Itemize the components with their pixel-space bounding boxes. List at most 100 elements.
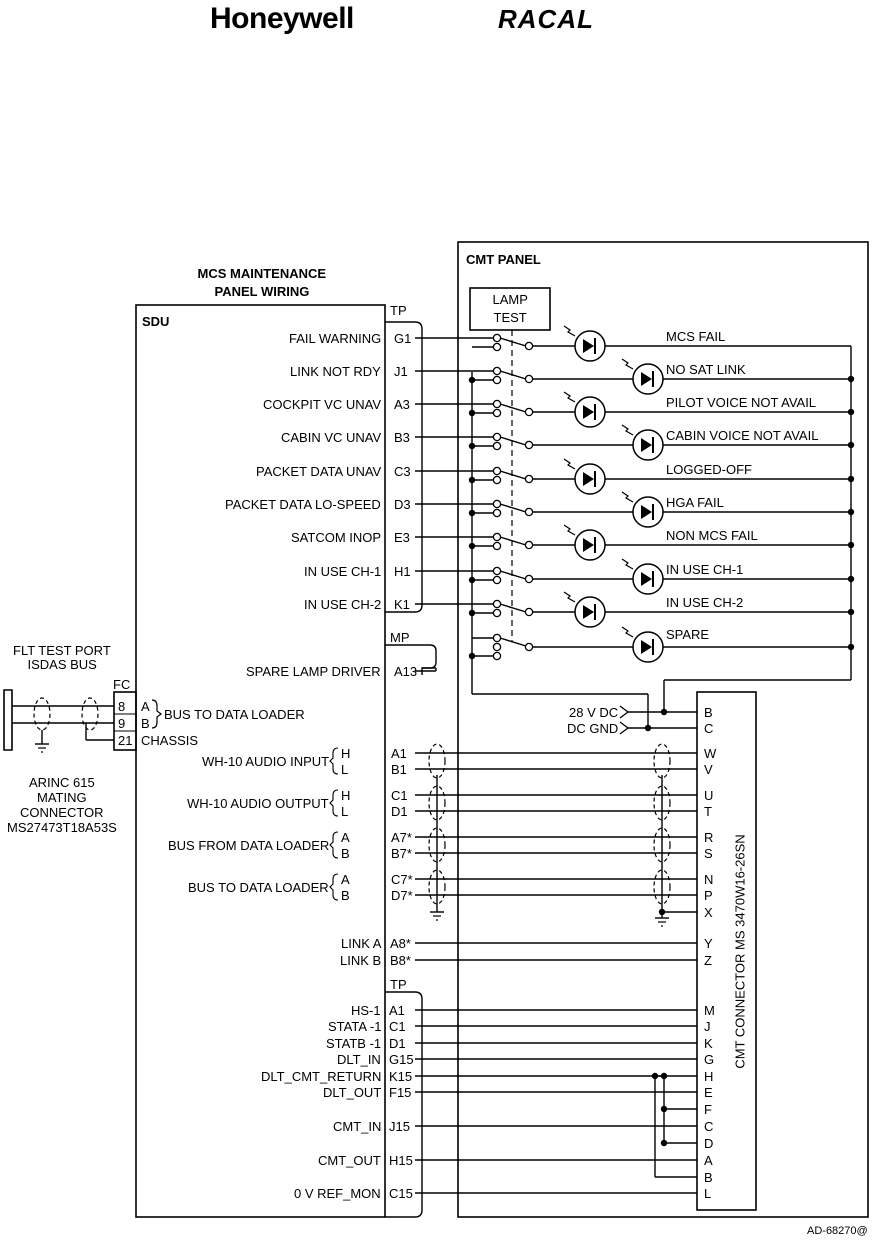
pin-label: B8* [390, 952, 411, 968]
connector-arrow-icon [619, 705, 630, 719]
switch-contact [492, 375, 502, 385]
signal-label: CMT_OUT [318, 1152, 381, 1168]
switch-contact [524, 374, 534, 384]
junction-dot [847, 475, 855, 483]
cmt-pin-label: X [704, 904, 713, 920]
power-label: 28 V DC [569, 704, 619, 720]
brace-icon [329, 873, 339, 901]
diode-icon [641, 505, 652, 519]
racal-logo: RACAL [498, 4, 594, 34]
signal-label: IN USE CH-1 [304, 563, 382, 579]
mcs-heading: PANEL WIRING [214, 283, 310, 299]
cmt-pin-label: G [704, 1051, 715, 1067]
lamp-label: SPARE [666, 626, 710, 642]
switch-contact [492, 633, 502, 643]
switch-contact [492, 599, 502, 609]
cmt-connector-label: CMT CONNECTOR MS 3470W16-26SN [732, 833, 748, 1069]
switch-blade [499, 436, 527, 446]
cmt-pin-label: E [704, 1084, 713, 1100]
switch-contact [492, 342, 502, 352]
cmt-pin-label: Y [704, 935, 713, 951]
lamp-label: LOGGED-OFF [666, 461, 752, 477]
junction-dot [468, 476, 476, 484]
junction-dot [468, 576, 476, 584]
switch-contact [524, 474, 534, 484]
cmt-pin-label: Z [704, 952, 712, 968]
leg-label: B [341, 887, 350, 903]
tp-label: TP [390, 302, 407, 318]
fc-pin-label: 8 [118, 698, 126, 714]
pin-label: K1 [394, 596, 410, 612]
pin-label: D1 [389, 1035, 406, 1051]
shield-icon [428, 827, 446, 863]
pin-label: A13 [394, 663, 418, 679]
cmt-pin-label: H [704, 1068, 714, 1084]
cmt-connector-box [696, 691, 757, 1211]
junction-dot [847, 508, 855, 516]
cmt-pin-label: D [704, 1135, 714, 1151]
signal-label: DLT_OUT [323, 1084, 382, 1100]
pin-label: F15 [389, 1084, 412, 1100]
cmt-pin-label: A [704, 1152, 713, 1168]
switch-contact [492, 366, 502, 376]
cmt-pin-label: C [704, 1118, 714, 1134]
brace-icon [329, 789, 339, 817]
pin-label: D3 [394, 496, 411, 512]
switch-contact [524, 607, 534, 617]
switch-contact [524, 642, 534, 652]
light-arrow-icon [563, 458, 576, 470]
signal-label: 0 V REF_MON [294, 1185, 381, 1201]
connector-label: MS27473T18A53S [7, 819, 117, 835]
junction-dot [847, 541, 855, 549]
junction-dot [847, 441, 855, 449]
pin-label: C1 [389, 1018, 406, 1034]
cmt-pin-label: F [704, 1101, 712, 1117]
flt-test-title: FLT TEST PORT [13, 642, 111, 658]
shield-icon [653, 785, 671, 821]
figure-id: AD-68270@ [807, 1224, 868, 1237]
shield-icon [428, 869, 446, 905]
switch-contact [524, 407, 534, 417]
arinc-plug-icon [3, 689, 13, 751]
switch-contact [492, 575, 502, 585]
flt-test-title: ISDAS BUS [27, 656, 97, 672]
cmt-pin-label: C [704, 720, 714, 736]
cmt-pin-label: U [704, 787, 714, 803]
sdu-title: SDU [142, 313, 170, 329]
signal-label: STATB -1 [326, 1035, 382, 1051]
light-arrow-icon [563, 391, 576, 403]
leg-label: A [341, 871, 350, 887]
diode-icon [641, 372, 652, 386]
sdu-box [135, 304, 386, 1218]
switch-contact [524, 440, 534, 450]
fc-pin-letter: A [141, 698, 150, 714]
bus-label: BUS TO DATA LOADER [164, 706, 305, 722]
lamp-test-label: TEST [493, 309, 527, 325]
pin-label: C15 [389, 1185, 413, 1201]
signal-label: LINK B [340, 952, 382, 968]
pin-label: G15 [389, 1051, 414, 1067]
signal-label: PACKET DATA LO-SPEED [225, 496, 381, 512]
switch-contact [492, 333, 502, 343]
diode-icon [583, 472, 594, 486]
pin-label: H1 [394, 563, 411, 579]
cmt-panel-title: CMT PANEL [466, 251, 541, 267]
shield-icon [428, 785, 446, 821]
shield-icon [653, 869, 671, 905]
signal-label: DLT_CMT_RETURN [261, 1068, 382, 1084]
pin-label: G1 [394, 330, 412, 346]
leg-label: A [341, 829, 350, 845]
leg-label: B [341, 845, 350, 861]
pair-label: WH-10 AUDIO INPUT [202, 753, 330, 769]
cmt-panel-box [457, 241, 869, 1218]
pair-label: BUS FROM DATA LOADER [168, 837, 330, 853]
switch-contact [524, 540, 534, 550]
junction-dot [468, 442, 476, 450]
pin-label: H15 [389, 1152, 413, 1168]
signal-label: SATCOM INOP [291, 529, 382, 545]
junction-dot [468, 542, 476, 550]
junction-dot [847, 375, 855, 383]
lamp-label: MCS FAIL [666, 328, 726, 344]
cmt-pin-label: P [704, 887, 713, 903]
